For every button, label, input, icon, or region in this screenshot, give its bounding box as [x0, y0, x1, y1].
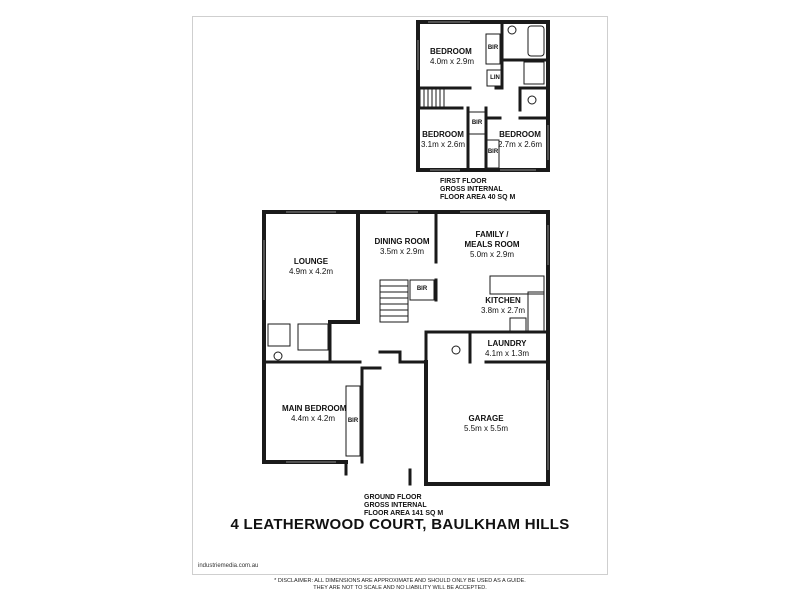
room-kitchen: KITCHEN 3.8m x 2.7m	[480, 296, 526, 316]
label-bir-ff-2: BIR	[471, 120, 483, 126]
room-bedroom-2: BEDROOM 3.1m x 2.6m	[420, 130, 466, 150]
credit-text: industriemedia.com.au	[198, 563, 259, 569]
room-lounge: LOUNGE 4.9m x 4.2m	[286, 257, 336, 277]
first-floor-walls	[416, 20, 550, 172]
disclaimer: * DISCLAIMER: ALL DIMENSIONS ARE APPROXI…	[192, 578, 608, 592]
property-address-title: 4 LEATHERWOOD COURT, BAULKHAM HILLS	[230, 516, 570, 533]
room-dims: 5.0m x 2.9m	[469, 250, 514, 259]
area-line: FIRST FLOOR	[440, 178, 487, 185]
room-dims: 3.1m x 2.6m	[420, 140, 465, 149]
ground-floor-walls	[262, 210, 550, 486]
label-bir-ff-3: BIR	[487, 149, 499, 155]
room-dims: 4.0m x 2.9m	[430, 57, 475, 66]
label-bir-ff-1: BIR	[487, 45, 499, 51]
room-dims: 4.1m x 1.3m	[484, 349, 529, 358]
disclaimer-line: THEY ARE NOT TO SCALE AND NO LIABILITY W…	[313, 585, 487, 591]
room-name: MAIN BEDROOM	[282, 404, 347, 413]
room-name-2: MEALS ROOM	[464, 240, 520, 249]
room-main-bedroom: MAIN BEDROOM 4.4m x 4.2m	[282, 404, 347, 424]
room-name: BEDROOM	[499, 130, 541, 139]
room-name: FAMILY /	[475, 230, 509, 239]
room-bedroom-1: BEDROOM 4.0m x 2.9m	[430, 47, 475, 67]
room-dims: 3.8m x 2.7m	[480, 306, 525, 315]
room-name: BEDROOM	[430, 47, 472, 56]
room-dims: 5.5m x 5.5m	[463, 424, 508, 433]
ground-floor-area: GROUND FLOOR GROSS INTERNAL FLOOR AREA 1…	[364, 494, 443, 518]
disclaimer-line: * DISCLAIMER: ALL DIMENSIONS ARE APPROXI…	[274, 578, 526, 584]
area-line: GROSS INTERNAL	[364, 502, 427, 509]
area-line: GROSS INTERNAL	[440, 186, 503, 193]
label-lin: LIN	[490, 75, 500, 81]
first-floor-area: FIRST FLOOR GROSS INTERNAL FLOOR AREA 40…	[440, 178, 515, 202]
room-garage: GARAGE 5.5m x 5.5m	[462, 414, 510, 434]
label-bir-gf-1: BIR	[416, 286, 428, 292]
room-name: DINING ROOM	[374, 237, 430, 246]
area-line: GROUND FLOOR	[364, 494, 422, 501]
room-name: GARAGE	[468, 414, 504, 423]
room-name: LOUNGE	[293, 257, 329, 266]
room-dims: 4.4m x 4.2m	[290, 414, 335, 423]
label-bir-gf-2: BIR	[347, 418, 359, 424]
room-name: BEDROOM	[422, 130, 464, 139]
room-dining: DINING ROOM 3.5m x 2.9m	[372, 237, 432, 257]
room-dims: 3.5m x 2.9m	[379, 247, 424, 256]
room-name: KITCHEN	[485, 296, 521, 305]
room-dims: 4.9m x 4.2m	[288, 267, 333, 276]
room-laundry: LAUNDRY 4.1m x 1.3m	[484, 339, 530, 359]
area-line: FLOOR AREA 40 SQ M	[440, 194, 516, 201]
room-family-meals: FAMILY / MEALS ROOM 5.0m x 2.9m	[462, 230, 522, 260]
page-border	[192, 16, 608, 575]
room-dims: 2.7m x 2.6m	[498, 140, 543, 149]
room-name: LAUNDRY	[487, 339, 527, 348]
area-line: FLOOR AREA 141 SQ M	[364, 510, 444, 517]
room-bedroom-3: BEDROOM 2.7m x 2.6m	[498, 130, 542, 150]
